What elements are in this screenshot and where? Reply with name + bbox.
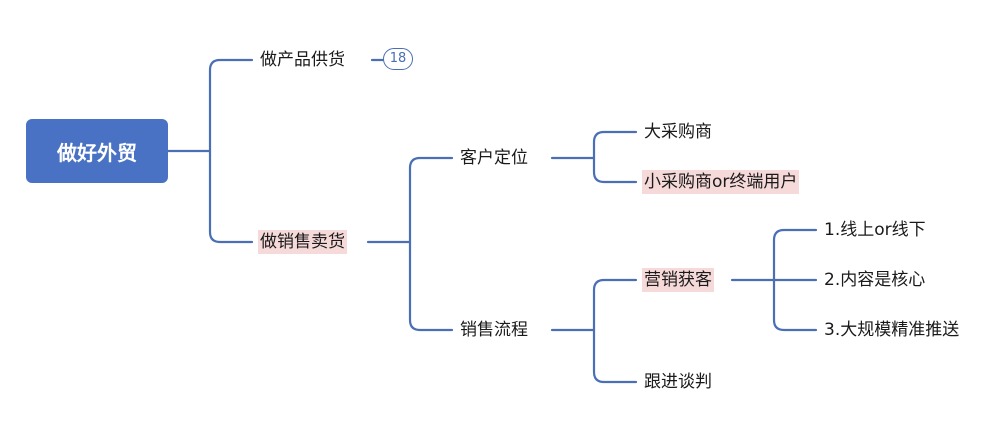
node-customer-item-2[interactable]: 小采购商or终端用户 xyxy=(642,170,800,194)
connector-customer-to-item-1 xyxy=(592,130,638,160)
node-customer-positioning[interactable]: 客户定位 xyxy=(460,148,528,168)
root-node[interactable]: 做好外贸 xyxy=(26,119,168,183)
connector-sales-to-process xyxy=(408,240,454,332)
node-marketing-item-3[interactable]: 3.大规模精准推送 xyxy=(824,320,960,340)
connector-root-to-sales xyxy=(208,149,254,244)
node-customer-item-1[interactable]: 大采购商 xyxy=(644,122,712,142)
node-supply[interactable]: 做产品供货 xyxy=(260,50,345,70)
connector-marketing-to-item-3 xyxy=(772,278,818,332)
connector-process-to-followup xyxy=(592,328,638,384)
connector-marketing-to-item-1 xyxy=(772,228,818,282)
connector-process-to-marketing xyxy=(592,278,638,332)
connector-sales-to-customer xyxy=(408,156,454,244)
node-marketing[interactable]: 营销获客 xyxy=(642,268,714,292)
collapsed-count-badge[interactable]: 18 xyxy=(383,48,413,70)
node-followup[interactable]: 跟进谈判 xyxy=(644,372,712,392)
node-marketing-item-1[interactable]: 1.线上or线下 xyxy=(824,220,926,240)
node-sales[interactable]: 做销售卖货 xyxy=(258,230,347,254)
node-marketing-item-2[interactable]: 2.内容是核心 xyxy=(824,270,926,290)
node-sales-process[interactable]: 销售流程 xyxy=(460,320,528,340)
connector-customer-to-item-2 xyxy=(592,156,638,184)
connector-root-to-supply xyxy=(166,58,254,153)
